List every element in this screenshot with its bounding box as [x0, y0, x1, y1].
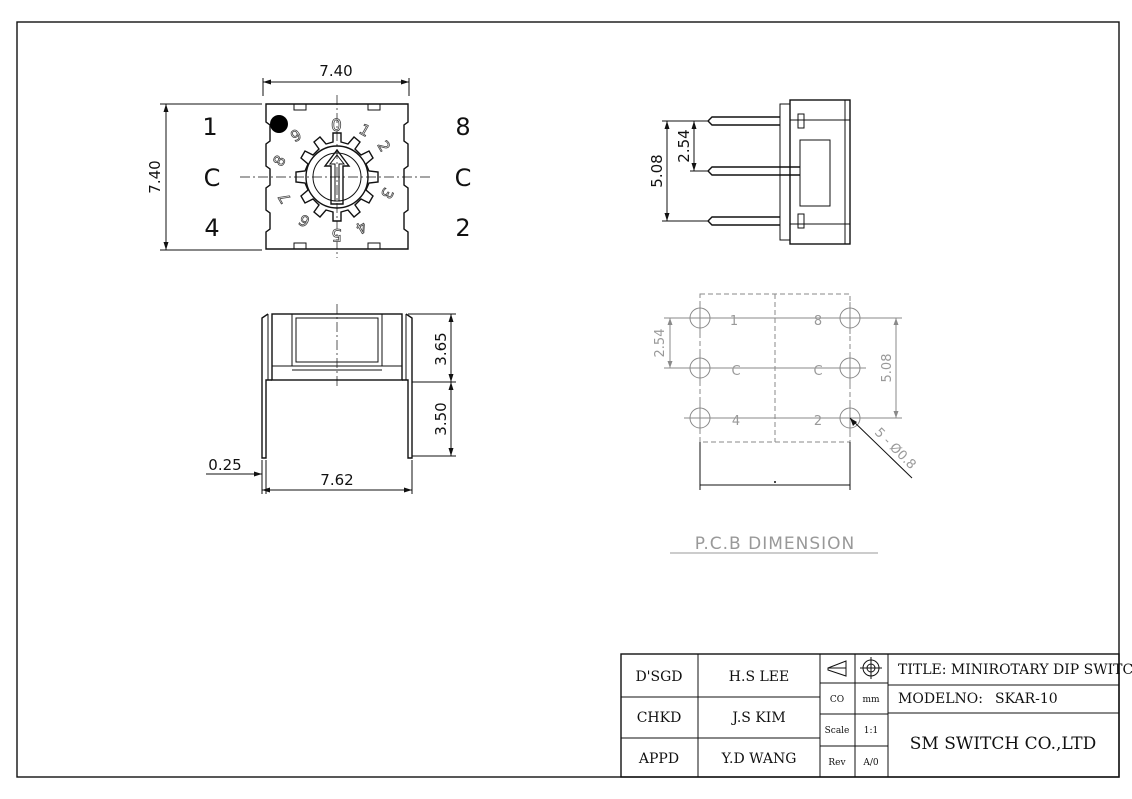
arrow-inner-outline	[328, 154, 346, 202]
hole-note: 5 - Ø0.8	[871, 425, 918, 472]
side-body	[789, 99, 851, 245]
leader-arrow	[850, 418, 857, 426]
top-pin-label-8: 8	[455, 113, 470, 141]
company-name: SM SWITCH CO.,LTD	[910, 734, 1097, 754]
designed-name: H.S LEE	[729, 669, 789, 685]
svg-text:6: 6	[296, 210, 313, 230]
top-pin-label-2: 2	[455, 214, 470, 242]
scale-label: Scale	[825, 726, 850, 736]
approved-role: APPD	[638, 751, 679, 767]
svg-text:3: 3	[377, 185, 397, 202]
pcb-pin-label-1: 1	[730, 314, 738, 329]
svg-text:2: 2	[374, 138, 394, 155]
model-value: SKAR-10	[995, 691, 1058, 707]
side-pin-top	[707, 116, 780, 126]
pin1-dot-icon	[270, 115, 288, 133]
svg-text:7: 7	[275, 189, 295, 206]
top-pin-label-1: 1	[202, 113, 217, 141]
front-height-lower-dim: 3.50	[432, 402, 450, 435]
unit-label: mm	[862, 695, 880, 705]
side-pitch-dim: 2.54	[675, 129, 693, 162]
front-view: 3.65 3.50 0.25 7.62	[206, 304, 456, 494]
svg-text:1: 1	[356, 120, 373, 140]
arrow-icon	[323, 148, 351, 205]
rev-value: A/0	[862, 758, 879, 768]
projection-cross	[860, 657, 882, 679]
svg-text:0: 0	[331, 116, 342, 136]
scale-value: 1:1	[864, 726, 878, 736]
top-view-tabs	[293, 104, 381, 249]
pcb-pin-rows	[716, 317, 834, 419]
pcb-pin-label-4: 4	[732, 414, 740, 429]
pcb-pin-label-2: 2	[814, 414, 822, 429]
side-span-dim: 5.08	[648, 154, 666, 187]
dim-dot	[774, 481, 776, 483]
front-right-terminal	[402, 313, 413, 459]
top-pin-label-4: 4	[204, 214, 219, 242]
pcb-pin-label-c-right: C	[813, 364, 822, 379]
pcb-span-dim: 5.08	[880, 354, 895, 383]
pin-thickness-dim: 0.25	[208, 456, 241, 474]
top-view-body	[265, 103, 409, 250]
front-left-terminal	[261, 313, 272, 459]
top-view: 0 1 2 3 4 5 6 7 8 9 7.40 7.40 1 C 4 8 C …	[146, 62, 471, 258]
pcb-pin-label-8: 8	[814, 314, 822, 329]
front-height-upper-dim: 3.65	[432, 332, 450, 365]
hole-leader	[849, 417, 913, 479]
pin-span-dim: 7.62	[320, 471, 353, 489]
svg-text:5: 5	[331, 224, 342, 244]
rev-label: Rev	[828, 758, 846, 768]
rotor-knob	[305, 145, 369, 209]
model-label: MODELNO:	[898, 691, 983, 707]
top-pin-label-c-right: C	[455, 164, 472, 192]
title-block: D'SGD H.S LEE CHKD J.S KIM APPD Y.D WANG…	[620, 653, 1132, 778]
side-pin-stop	[797, 213, 805, 229]
svg-text:9: 9	[288, 126, 305, 146]
top-pin-label-c-left: C	[204, 164, 221, 192]
pcb-dimension-caption: P.C.B DIMENSION	[695, 534, 855, 554]
side-pin-mid	[707, 166, 800, 176]
side-pin-bot	[707, 216, 780, 226]
side-inner-block	[799, 139, 831, 207]
projection-cone-icon	[827, 660, 847, 677]
pcb-pin-label-c-left: C	[731, 364, 740, 379]
title-block-frame	[620, 653, 1120, 778]
side-view: 5.08 2.54	[648, 99, 851, 245]
co-label: CO	[830, 695, 844, 705]
top-height-dim: 7.40	[146, 160, 164, 193]
side-pin-stop	[797, 113, 805, 129]
dim-arrows	[254, 471, 262, 477]
designed-role: D'SGD	[635, 669, 682, 685]
rotor-gear	[295, 132, 379, 222]
checked-name: J.S KIM	[730, 710, 785, 726]
checked-role: CHKD	[637, 710, 682, 726]
svg-text:8: 8	[269, 152, 289, 169]
side-flange	[779, 103, 791, 241]
svg-text:4: 4	[353, 217, 370, 237]
top-width-dim: 7.40	[319, 62, 352, 80]
drawing-title: TITLE: MINIROTARY DIP SWITCH	[898, 662, 1132, 678]
drawing-frame	[16, 21, 1120, 778]
approved-name: Y.D WANG	[721, 751, 797, 767]
dim-arrows	[448, 314, 454, 456]
pcb-pitch-dim: 2.54	[653, 329, 668, 358]
pcb-layout: 1 C 4 8 C 2 2.54 5.08 5 - Ø0.8 P.C.B DIM…	[653, 293, 919, 554]
